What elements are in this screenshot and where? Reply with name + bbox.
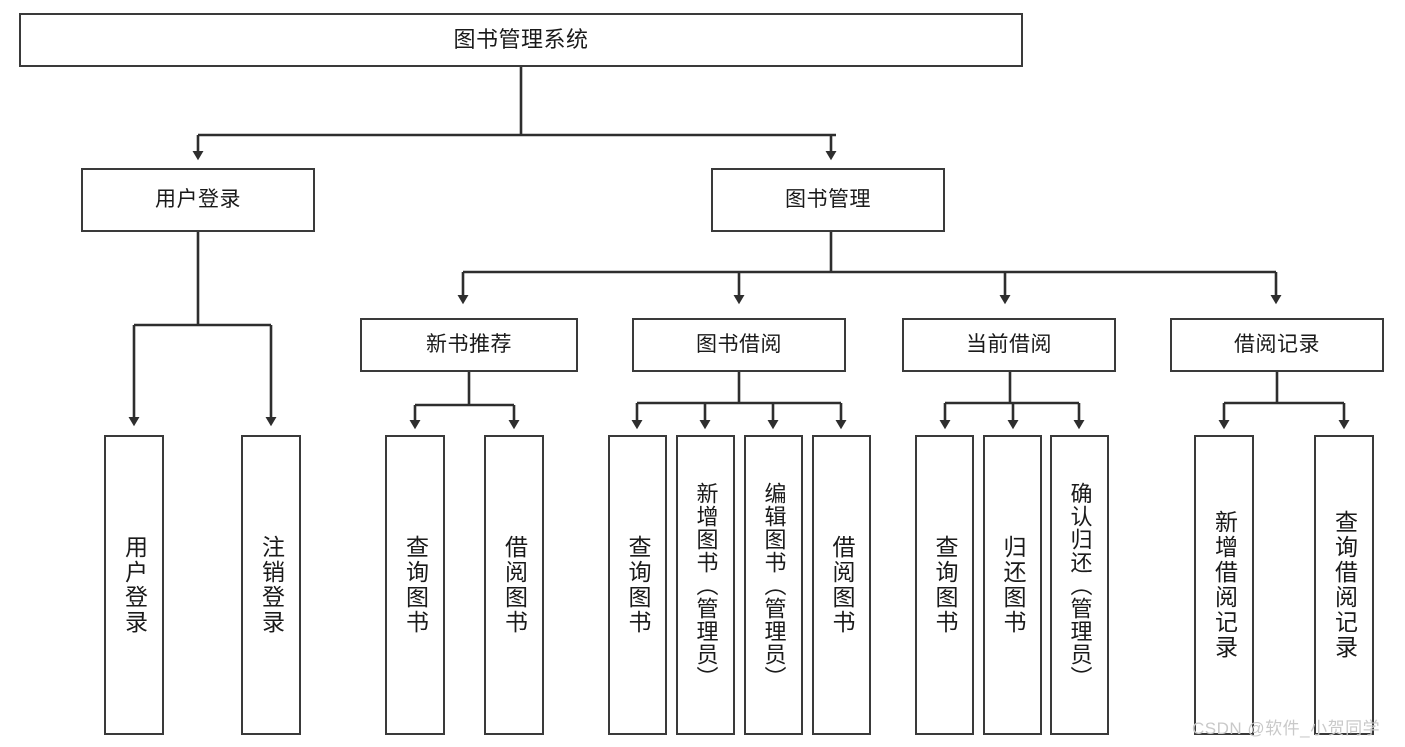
leaf-currentborrow-query-book-label: 查询图书 <box>932 535 958 635</box>
node-book-borrow-label: 图书借阅 <box>696 333 782 357</box>
leaf-newbook-query-book[interactable]: 查询图书 <box>385 435 445 735</box>
leaf-newbook-borrow-book[interactable]: 借阅图书 <box>484 435 544 735</box>
leaf-logout-label: 注销登录 <box>258 535 285 635</box>
leaf-newbook-borrow-book-label: 借阅图书 <box>501 535 528 635</box>
leaf-user-login-label: 用户登录 <box>121 535 148 635</box>
leaf-newbook-query-book-label: 查询图书 <box>402 535 429 635</box>
leaf-borrowrecord-query-record[interactable]: 查询借阅记录 <box>1314 435 1374 735</box>
leaf-borrowrecord-query-record-label: 查询借阅记录 <box>1331 510 1358 660</box>
leaf-bookborrow-borrow-book[interactable]: 借阅图书 <box>812 435 871 735</box>
leaf-bookborrow-borrow-book-label: 借阅图书 <box>829 535 855 635</box>
leaf-borrowrecord-add-record[interactable]: 新增借阅记录 <box>1194 435 1254 735</box>
leaf-currentborrow-confirm-return-label: 确认归还（管理员） <box>1067 481 1093 689</box>
node-book-management-label: 图书管理 <box>785 188 871 212</box>
node-borrow-record[interactable]: 借阅记录 <box>1170 318 1384 372</box>
node-current-borrow[interactable]: 当前借阅 <box>902 318 1116 372</box>
leaf-currentborrow-return-book-label: 归还图书 <box>1000 535 1026 635</box>
leaf-currentborrow-return-book[interactable]: 归还图书 <box>983 435 1042 735</box>
leaf-user-login[interactable]: 用户登录 <box>104 435 164 735</box>
node-book-borrow[interactable]: 图书借阅 <box>632 318 846 372</box>
node-user-login[interactable]: 用户登录 <box>81 168 315 232</box>
node-new-book-recommend-label: 新书推荐 <box>426 333 512 357</box>
leaf-currentborrow-confirm-return[interactable]: 确认归还（管理员） <box>1050 435 1109 735</box>
leaf-bookborrow-query-book-label: 查询图书 <box>625 535 651 635</box>
node-book-management[interactable]: 图书管理 <box>711 168 945 232</box>
csdn-watermark: CSDN @软件_小贺同学 <box>1192 719 1381 738</box>
node-borrow-record-label: 借阅记录 <box>1234 333 1320 357</box>
leaf-bookborrow-edit-book-label: 编辑图书（管理员） <box>761 481 787 689</box>
leaf-bookborrow-add-book[interactable]: 新增图书（管理员） <box>676 435 735 735</box>
leaf-bookborrow-add-book-label: 新增图书（管理员） <box>693 481 719 689</box>
node-user-login-label: 用户登录 <box>155 188 241 212</box>
leaf-borrowrecord-add-record-label: 新增借阅记录 <box>1211 510 1238 660</box>
node-root-system-label: 图书管理系统 <box>453 26 589 52</box>
leaf-currentborrow-query-book[interactable]: 查询图书 <box>915 435 974 735</box>
leaf-bookborrow-query-book[interactable]: 查询图书 <box>608 435 667 735</box>
leaf-bookborrow-edit-book[interactable]: 编辑图书（管理员） <box>744 435 803 735</box>
node-new-book-recommend[interactable]: 新书推荐 <box>360 318 578 372</box>
leaf-logout[interactable]: 注销登录 <box>241 435 301 735</box>
node-current-borrow-label: 当前借阅 <box>966 333 1052 357</box>
node-root-system[interactable]: 图书管理系统 <box>19 13 1023 67</box>
